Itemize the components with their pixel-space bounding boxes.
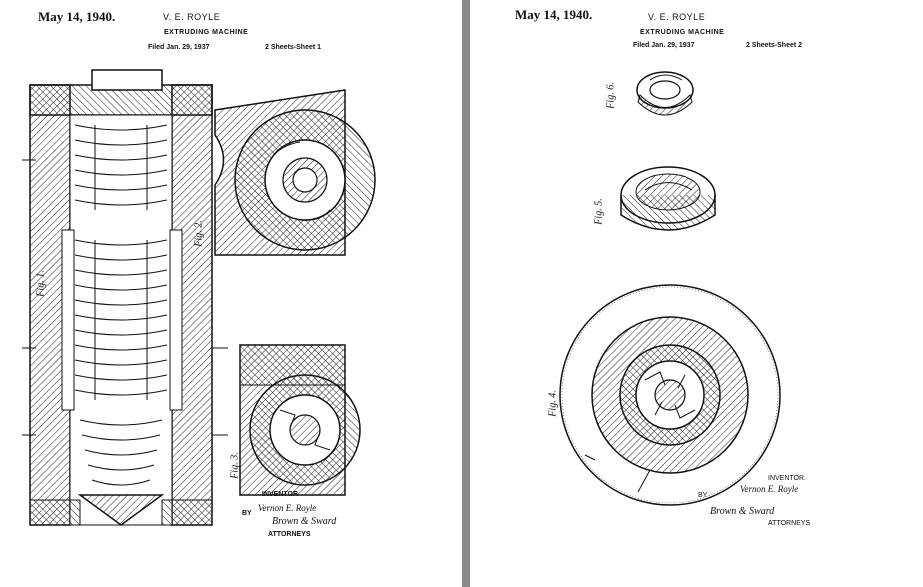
sheet-2-sheet-number: 2 Sheets-Sheet 2 xyxy=(746,42,803,49)
fig-2-drawing xyxy=(214,89,376,256)
sheet-2-drawings xyxy=(559,71,781,506)
fig-3-drawing xyxy=(239,344,361,496)
sheet-2-date: May 14, 1940. xyxy=(515,7,593,22)
fig-2-label: Fig. 2. xyxy=(193,220,205,247)
sheet-2-attorney-signature: Brown & Sward xyxy=(710,506,775,517)
fig-1-label: Fig. 1. xyxy=(35,270,47,297)
fig-1-drawing xyxy=(22,69,228,526)
fig-4-drawing xyxy=(559,284,781,506)
sheet-1-attorney-signature: Brown & Sward xyxy=(272,516,337,527)
sheet-1-filed-date: Filed Jan. 29, 1937 xyxy=(148,44,210,51)
sheet-2-by-label: BY xyxy=(698,492,708,499)
fig-6-drawing xyxy=(636,71,694,116)
sheet-1-inventor-name: V. E. ROYLE xyxy=(163,12,221,22)
patent-sheet-1: May 14, 1940. V. E. ROYLE EXTRUDING MACH… xyxy=(22,9,376,538)
patent-sheet-2: May 14, 1940. V. E. ROYLE EXTRUDING MACH… xyxy=(470,0,923,587)
sheet-2-attorneys-label: ATTORNEYS xyxy=(768,520,811,527)
sheet-1-attorneys-label: ATTORNEYS xyxy=(268,531,311,538)
sheet-2-inventor-signature: Vernon E. Royle xyxy=(740,484,799,494)
sheet-1-by-label: BY xyxy=(242,510,252,517)
sheet-2-title: EXTRUDING MACHINE xyxy=(640,29,725,36)
sheet-1-date: May 14, 1940. xyxy=(38,9,116,24)
fig-5-drawing xyxy=(620,166,716,231)
sheet-1-title: EXTRUDING MACHINE xyxy=(164,29,249,36)
fig-6-label: Fig. 6. xyxy=(605,82,617,109)
fig-4-label: Fig. 4. xyxy=(547,390,559,417)
sheet-2-inventor-label: INVENTOR. xyxy=(768,475,806,482)
fig-5-label: Fig. 5. xyxy=(593,198,605,225)
sheet-1-drawings xyxy=(22,69,376,526)
sheet-1-sheet-number: 2 Sheets-Sheet 1 xyxy=(265,44,322,51)
page-divider xyxy=(462,0,470,587)
sheet-1-inventor-label: INVENTOR xyxy=(262,491,299,498)
sheet-1-inventor-signature: Vernon E. Royle xyxy=(258,503,317,513)
sheet-2-inventor-name: V. E. ROYLE xyxy=(648,12,706,22)
sheet-2-filed-date: Filed Jan. 29, 1937 xyxy=(633,42,695,49)
fig-3-label: Fig. 3. xyxy=(229,452,241,479)
